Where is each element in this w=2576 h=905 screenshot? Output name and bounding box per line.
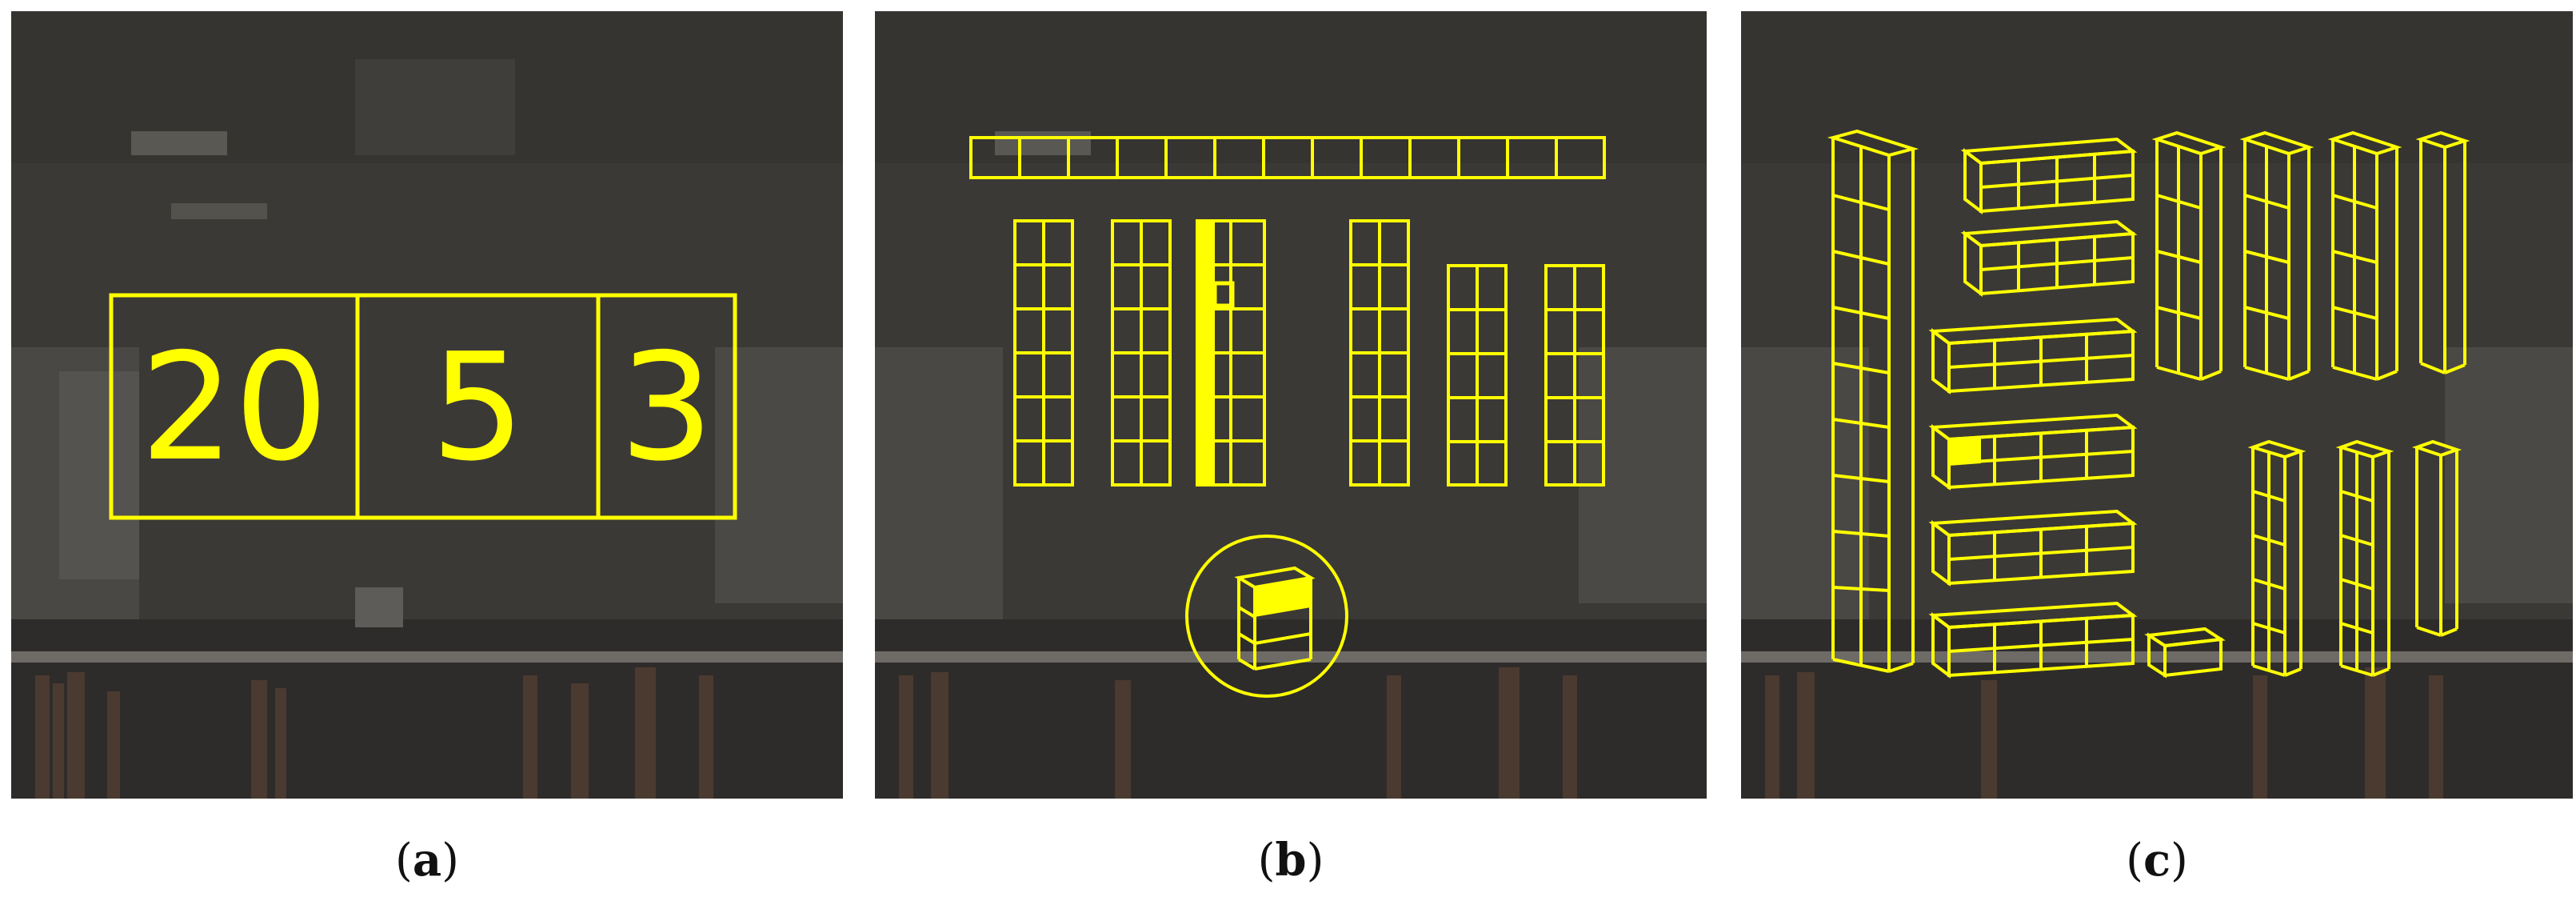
vertical-shelf-lower-3 — [2411, 439, 2462, 637]
caption-b-letter: b — [1275, 834, 1307, 887]
top-shelf-strip — [969, 136, 1606, 179]
number-label-five: 5 — [430, 320, 525, 494]
horizontal-shelf-6 — [1928, 601, 2138, 679]
bookcase-inset-circle — [1185, 535, 1348, 698]
vertical-shelf-lower-1 — [2247, 439, 2306, 677]
shelf-column-4 — [1349, 219, 1410, 487]
horizontal-shelf-5 — [1928, 509, 2138, 587]
small-low-shelf — [2144, 627, 2226, 679]
number-label-three: 3 — [619, 320, 714, 494]
caption-a-letter: a — [412, 834, 442, 887]
caption-c: (c) — [1741, 832, 2573, 889]
shelf-3d-diagram-c — [1827, 129, 2470, 679]
shelf-column-6 — [1544, 264, 1605, 487]
highlighted-shelf-bar — [1197, 221, 1215, 485]
inset-highlighted-shelf — [1255, 578, 1311, 617]
caption-a: (a) — [11, 832, 843, 889]
shelf-diagram-b — [969, 136, 1606, 698]
vertical-shelf-upper-3 — [2327, 130, 2402, 381]
caption-b: (b) — [875, 832, 1707, 889]
shelf-column-1 — [1013, 219, 1074, 487]
panel-b-library-photo — [875, 11, 1707, 799]
highlighted-shelf-cell-3d — [1949, 437, 1981, 466]
caption-c-letter: c — [2143, 834, 2171, 887]
tall-bookcase-3d — [1827, 129, 1919, 673]
vertical-shelf-upper-1 — [2151, 130, 2227, 381]
shelf-column-5 — [1447, 264, 1508, 487]
panel-a-library-photo: 20 5 3 — [11, 11, 843, 799]
shelf-column-2 — [1111, 219, 1172, 487]
panel-c-library-photo — [1741, 11, 2573, 799]
vertical-shelf-upper-4 — [2415, 130, 2470, 374]
caption-a-open-paren: ( — [394, 835, 413, 887]
grid-overlay-a — [109, 293, 737, 520]
horizontal-shelf-1 — [1960, 137, 2138, 214]
caption-a-close-paren: ) — [441, 835, 459, 887]
highlighted-shelf-cell — [1212, 281, 1235, 308]
vertical-shelf-lower-2 — [2335, 439, 2394, 677]
number-label-twenty: 20 — [140, 320, 329, 494]
bookcase-grid-outline — [109, 293, 737, 520]
caption-b-close-paren: ) — [1306, 835, 1324, 887]
caption-c-open-paren: ( — [2126, 835, 2143, 887]
vertical-shelf-upper-2 — [2239, 130, 2314, 381]
horizontal-shelf-3 — [1928, 317, 2138, 394]
caption-b-open-paren: ( — [1257, 835, 1276, 887]
library-background-a — [11, 11, 843, 799]
horizontal-shelf-2 — [1960, 219, 2138, 297]
caption-c-close-paren: ) — [2171, 835, 2188, 887]
